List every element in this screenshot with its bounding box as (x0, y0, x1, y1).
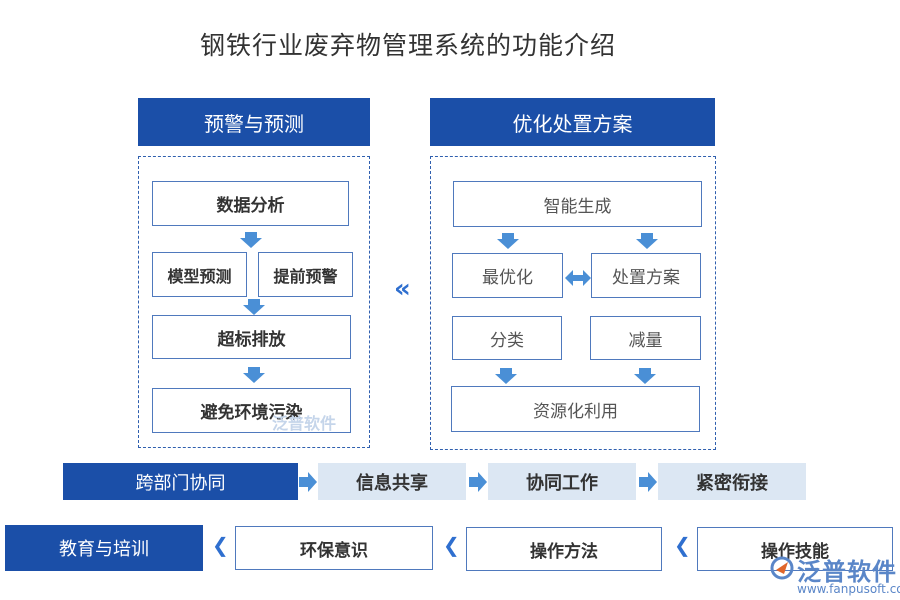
resource-use-box: 资源化利用 (451, 386, 700, 432)
down-arrow-shape (497, 233, 519, 249)
classify-box: 分类 (452, 316, 562, 360)
collab-row-head: 跨部门协同 (63, 463, 298, 500)
down-arrow-shape (243, 299, 265, 315)
training-item-3: 操作技能 (697, 527, 893, 571)
logo-mark (776, 562, 788, 574)
down-arrow-icon (243, 299, 265, 315)
right-panel (430, 156, 716, 450)
double-arrow-icon (565, 270, 591, 286)
watermark-brand: 泛普软件 (797, 558, 897, 586)
training-item-2: 操作方法 (466, 527, 662, 571)
right-arrow-shape (469, 472, 487, 492)
brand-logo-icon (770, 556, 794, 580)
down-arrow-icon (497, 233, 519, 249)
right-arrow-shape (639, 472, 657, 492)
down-arrow-shape (634, 368, 656, 384)
double-chevron-left-icon: « (394, 274, 411, 304)
down-arrow-shape (243, 367, 265, 383)
double-arrow-shape (565, 270, 591, 286)
collab-item-2: 协同工作 (488, 463, 636, 500)
page-title: 钢铁行业废弃物管理系统的功能介绍 (200, 31, 617, 60)
left-panel-header: 预警与预测 (138, 98, 370, 146)
avoid-pollution-box: 避免环境污染 (152, 388, 351, 433)
training-row-head: 教育与培训 (5, 525, 203, 571)
data-analysis-box: 数据分析 (152, 181, 349, 226)
down-arrow-icon (495, 368, 517, 384)
reduce-box: 减量 (590, 316, 701, 360)
chevron-left-icon: ❮ (443, 533, 460, 557)
model-forecast-box: 模型预测 (152, 252, 247, 297)
collab-item-1: 信息共享 (318, 463, 466, 500)
down-arrow-icon (240, 232, 262, 248)
right-arrow-shape (299, 472, 317, 492)
smart-generation-box: 智能生成 (453, 181, 702, 227)
disposal-plan-box: 处置方案 (591, 253, 701, 298)
logo-ring (770, 556, 794, 580)
left-panel (138, 156, 370, 448)
down-arrow-icon (243, 367, 265, 383)
chevron-left-icon: ❮ (212, 533, 229, 557)
down-arrow-icon (634, 368, 656, 384)
watermark-url: www.fanpusoft.com (797, 582, 900, 596)
chevron-left-icon: ❮ (674, 533, 691, 557)
right-arrow-icon (469, 472, 487, 492)
training-item-1: 环保意识 (235, 526, 433, 570)
right-arrow-icon (639, 472, 657, 492)
collab-item-3: 紧密衔接 (658, 463, 806, 500)
early-warning-box: 提前预警 (258, 252, 353, 297)
faint-watermark: 泛普软件 (272, 414, 337, 433)
down-arrow-shape (240, 232, 262, 248)
right-panel-header: 优化处置方案 (430, 98, 715, 146)
optimal-box: 最优化 (452, 253, 563, 298)
down-arrow-icon (636, 233, 658, 249)
down-arrow-shape (495, 368, 517, 384)
down-arrow-shape (636, 233, 658, 249)
over-emission-box: 超标排放 (152, 315, 351, 359)
right-arrow-icon (299, 472, 317, 492)
